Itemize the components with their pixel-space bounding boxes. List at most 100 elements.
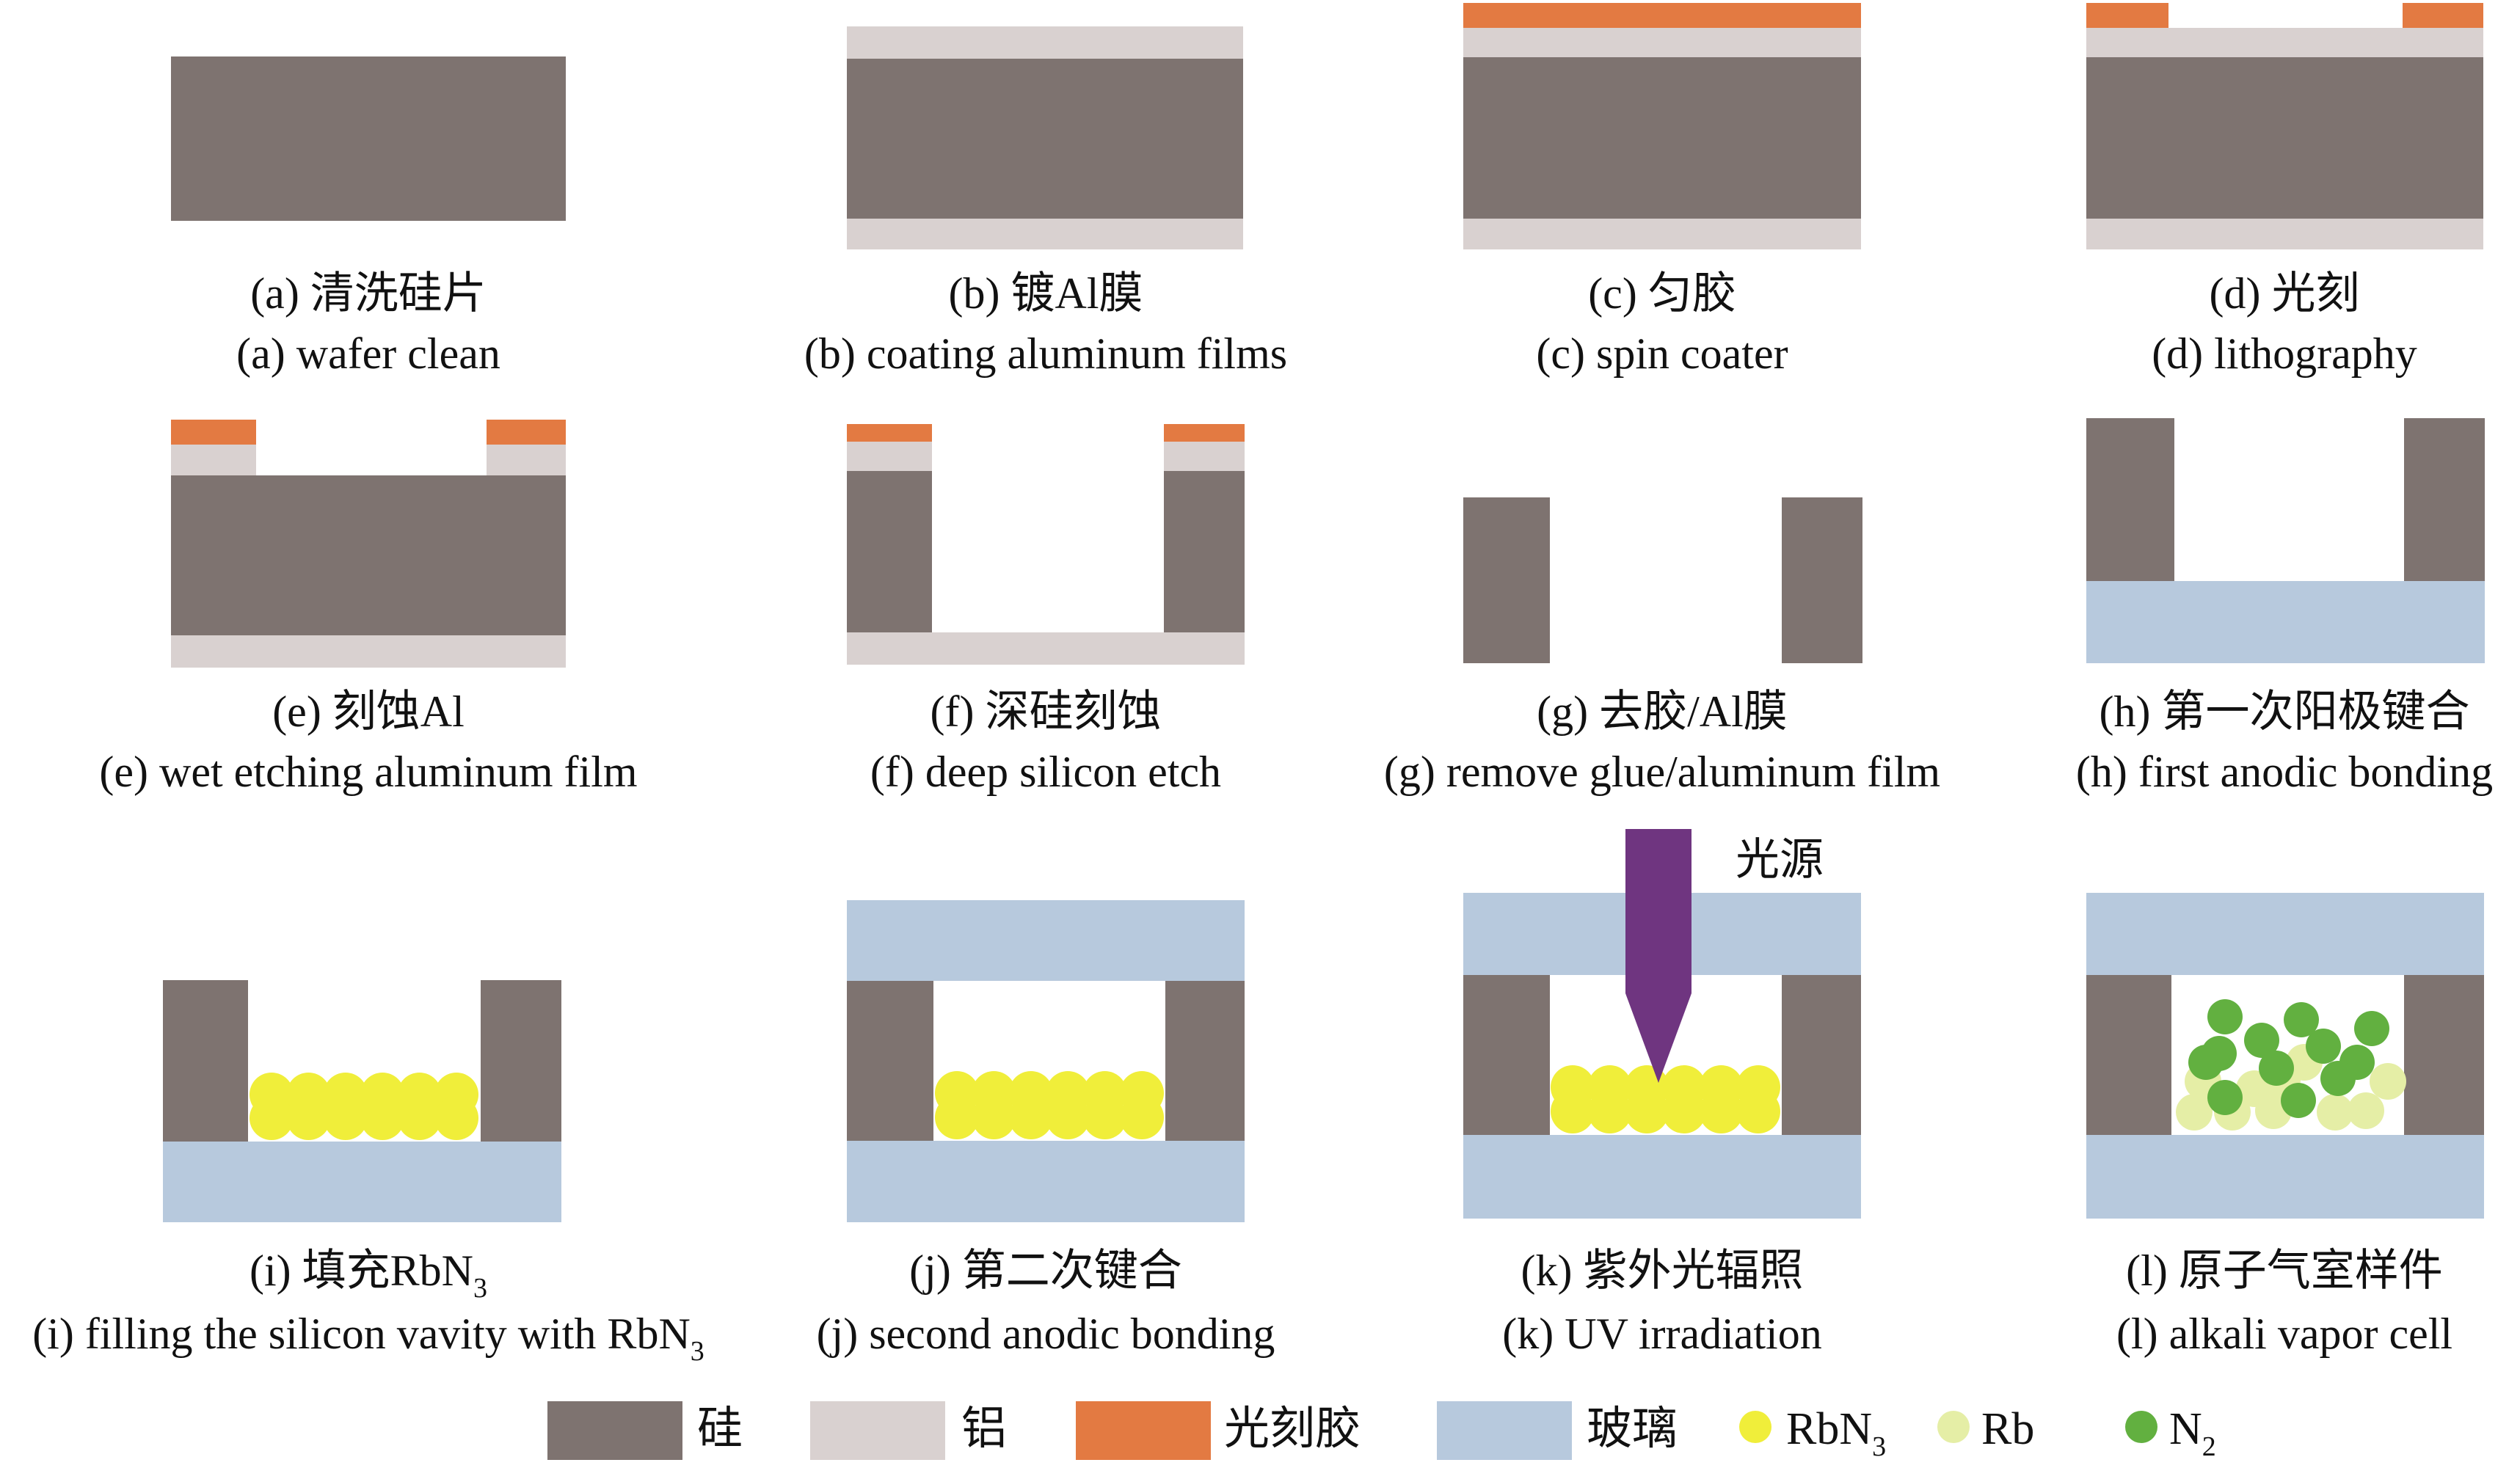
panel-f xyxy=(847,424,1245,665)
silicon-wafer xyxy=(847,59,1243,219)
rbn3-particle xyxy=(1661,1089,1706,1133)
step-caption-en: (i) filling the silicon vavity with RbN3 xyxy=(32,1310,704,1367)
silicon-wafer xyxy=(2086,57,2483,219)
photoresist-left xyxy=(171,420,256,445)
rbn3-particle xyxy=(323,1096,368,1140)
photoresist-layer xyxy=(1463,3,1861,28)
step-title-en: deep silicon etch xyxy=(925,748,1221,796)
step-letter: (j) xyxy=(817,1310,870,1358)
step-captions: (a) 清洗硅片(a) wafer clean(b) 镀Al膜(b) coati… xyxy=(32,269,2493,1367)
step-letter: (e) xyxy=(272,687,332,736)
aluminum-film-bottom xyxy=(171,635,566,668)
legend-label: RbN3 xyxy=(1786,1404,1886,1462)
aluminum-film-top xyxy=(1463,28,1861,57)
step-letter: (a) xyxy=(236,329,296,378)
step-letter: (i) xyxy=(32,1310,85,1358)
silicon-wall-right xyxy=(481,980,561,1142)
legend-item: Rb xyxy=(1937,1404,2034,1454)
step-letter: (e) xyxy=(99,748,159,796)
step-letter: (d) xyxy=(2210,269,2272,318)
subscript: 3 xyxy=(1872,1431,1886,1462)
n2-molecule xyxy=(2320,1061,2356,1096)
aluminum-film-bottom xyxy=(847,632,1245,665)
step-caption-en: (d) lithography xyxy=(2152,329,2417,378)
legend-swatch xyxy=(1076,1401,1211,1460)
legend-label: 硅 xyxy=(697,1404,743,1454)
silicon-wall-left xyxy=(1463,975,1550,1135)
rb-atom xyxy=(2176,1094,2213,1131)
legend-item: RbN3 xyxy=(1739,1404,1886,1462)
photoresist-left xyxy=(2086,3,2168,28)
step-caption-zh: (e) 刻蚀Al xyxy=(272,687,465,736)
rbn3-particle xyxy=(1736,1089,1780,1133)
silicon-wall-left xyxy=(847,471,932,632)
step-title-zh: 填充RbN xyxy=(302,1246,473,1295)
aluminum-film-top xyxy=(2086,28,2483,57)
legend-item: 光刻胶 xyxy=(1076,1401,1361,1460)
rbn3-particle xyxy=(434,1096,478,1140)
step-letter: (f) xyxy=(931,687,986,736)
glass-substrate xyxy=(163,1142,561,1222)
rbn3-particle xyxy=(1082,1095,1127,1139)
legend-label: 铝 xyxy=(961,1404,1007,1454)
step-title-zh: 清洗硅片 xyxy=(310,269,487,318)
n2-molecule xyxy=(2354,1011,2389,1046)
rbn3-particle xyxy=(1120,1095,1164,1139)
n2-molecule xyxy=(2188,1045,2224,1080)
step-title-en: second anodic bonding xyxy=(869,1310,1275,1358)
n2-molecule xyxy=(2207,999,2243,1034)
legend-swatch xyxy=(1437,1401,1572,1460)
panel-k: 光源 xyxy=(1463,829,1861,1219)
subscript: 3 xyxy=(691,1336,704,1367)
step-letter: (b) xyxy=(804,329,867,378)
step-caption-en: (c) spin coater xyxy=(1536,329,1788,378)
n2-molecule xyxy=(2284,1002,2319,1037)
step-caption-zh: (k) 紫外光辐照 xyxy=(1521,1246,1804,1295)
silicon-wall-left xyxy=(2086,975,2171,1135)
aluminum-right xyxy=(487,445,566,475)
glass-top xyxy=(2086,893,2484,975)
rbn3-particles xyxy=(250,1073,478,1140)
step-caption-en: (f) deep silicon etch xyxy=(870,748,1221,796)
step-letter: (f) xyxy=(870,748,925,796)
step-letter: (k) xyxy=(1502,1310,1565,1358)
step-caption-zh: (a) 清洗硅片 xyxy=(250,269,487,318)
panel-h xyxy=(2086,418,2485,663)
step-letter: (i) xyxy=(250,1246,302,1295)
rbn3-particle xyxy=(1551,1089,1595,1133)
step-letter: (d) xyxy=(2152,329,2214,378)
step-title-zh: 紫外光辐照 xyxy=(1583,1246,1803,1295)
rbn3-particle xyxy=(1699,1089,1744,1133)
step-caption-zh: (j) 第二次键合 xyxy=(909,1246,1182,1295)
silicon-wall-left xyxy=(847,981,933,1141)
step-caption-en: (h) first anodic bonding xyxy=(2076,748,2493,796)
step-letter: (l) xyxy=(2116,1310,2169,1358)
silicon-wall-right xyxy=(2404,975,2484,1135)
step-letter: (k) xyxy=(1521,1246,1584,1295)
step-letter: (g) xyxy=(1537,687,1599,736)
step-caption-zh: (i) 填充RbN3 xyxy=(250,1246,487,1304)
step-caption-en: (l) alkali vapor cell xyxy=(2116,1310,2452,1358)
silicon-wall-left xyxy=(1463,497,1550,663)
step-title-en: alkali vapor cell xyxy=(2169,1310,2452,1358)
legend-label: Rb xyxy=(1981,1404,2034,1454)
step-title-en: wet etching aluminum film xyxy=(159,748,638,796)
photoresist-right xyxy=(2403,3,2483,28)
step-letter: (c) xyxy=(1536,329,1596,378)
aluminum-film-bottom xyxy=(847,219,1243,249)
glass-substrate xyxy=(2086,1135,2484,1219)
vapor-particles xyxy=(2176,999,2406,1131)
n2-molecule xyxy=(2244,1023,2279,1058)
rb-atom xyxy=(2317,1094,2353,1131)
step-caption-zh: (d) 光刻 xyxy=(2210,269,2360,318)
silicon-wafer xyxy=(171,56,566,221)
step-letter: (b) xyxy=(949,269,1011,318)
glass-substrate xyxy=(2086,581,2485,663)
step-title-en: lithography xyxy=(2214,329,2417,378)
silicon-wall-right xyxy=(2404,418,2485,581)
step-letter: (c) xyxy=(1588,269,1648,318)
photoresist-right xyxy=(1164,424,1245,442)
step-letter: (h) xyxy=(2076,748,2138,796)
